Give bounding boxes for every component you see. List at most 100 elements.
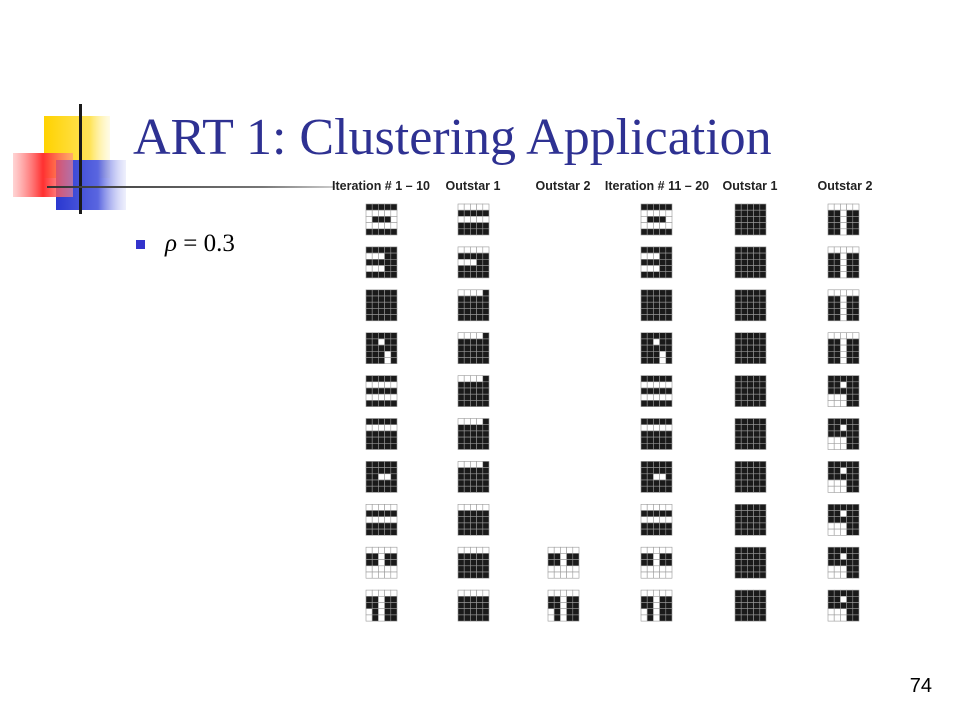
grid-cell [457,442,465,450]
grid-cell [740,381,748,389]
grid-cell [827,228,835,236]
grid-cell [371,479,379,487]
grid-cell [753,485,761,493]
grid-cell [740,289,748,297]
grid-cell [640,559,648,567]
grid-cell [852,228,860,236]
grid-cell [384,332,392,340]
grid-cell [653,602,660,609]
grid-cell [457,467,465,475]
grid-cell [463,503,471,511]
grid-cell [463,393,471,401]
grid-cell [378,252,385,260]
grid-cell [833,393,841,401]
grid-cell [566,559,574,567]
pattern-grid [827,246,860,279]
grid-cell [457,503,465,511]
grid-cell [365,375,373,383]
grid-cell [759,332,767,340]
grid-cell [457,258,465,266]
grid-cell [827,400,835,407]
grid-cell [740,222,748,230]
grid-cell [482,522,490,530]
grid-cell [852,209,860,217]
grid-cell [640,546,648,554]
grid-cell [665,473,673,481]
grid-cell [476,565,484,573]
grid-cell [846,503,854,511]
grid-cell [457,203,465,211]
grid-cell [747,528,754,536]
grid-cell [659,301,667,309]
grid-cell [482,246,490,254]
grid-cell [547,553,555,560]
grid-cell [833,467,841,475]
grid-cell [659,461,667,468]
grid-cell [852,344,860,352]
grid-cell [740,608,748,616]
grid-cell [734,546,742,554]
grid-cell [378,308,385,315]
grid-cell [457,332,465,340]
grid-cell [384,516,392,524]
grid-cell [653,528,660,536]
grid-cell [378,559,385,567]
grid-cell [365,393,373,401]
grid-cell [759,295,767,303]
grid-cell [665,430,673,438]
grid-cell [378,522,385,530]
grid-cell [659,424,667,432]
grid-cell [734,381,742,389]
grid-cell [482,442,490,450]
grid-cell [378,516,385,524]
grid-cell [833,301,841,309]
pattern-grid [827,503,860,536]
grid-cell [740,503,748,511]
grid-cell [572,565,580,573]
grid-cell [371,546,379,554]
grid-cell [840,265,847,272]
grid-cell [371,559,379,567]
grid-cell [665,528,673,536]
grid-cell [566,553,574,560]
grid-cell [753,222,761,230]
grid-cell [734,400,742,407]
grid-cell [378,589,385,597]
grid-cell [653,265,660,272]
grid-cell [659,430,667,438]
grid-cell [653,246,660,254]
title-decoration [13,104,335,214]
grid-cell [384,528,392,536]
grid-cell [457,387,465,395]
grid-cell [390,595,398,603]
grid-cell [457,338,465,346]
grid-cell [665,553,673,560]
grid-cell [734,479,742,487]
grid-cell [833,387,841,395]
grid-cell [659,295,667,303]
grid-cell [840,571,847,579]
grid-cell [759,553,767,560]
grid-cell [482,332,490,340]
pattern-grid [365,589,398,622]
grid-cell [463,246,471,254]
grid-cell [846,387,854,395]
grid-cell [833,271,841,279]
grid-cell [482,209,490,217]
grid-cell [846,565,854,573]
pattern-grid [734,418,767,450]
grid-cell [827,350,835,358]
grid-cell [753,209,761,217]
grid-cell [482,571,490,579]
grid-cell [740,553,748,560]
grid-cell [371,553,379,560]
grid-cell [640,424,648,432]
grid-cell [384,436,392,444]
pattern-grid [734,246,767,279]
grid-cell [665,252,673,260]
grid-cell [646,393,654,401]
grid-cell [740,546,748,554]
grid-cell [734,418,742,425]
grid-cell [640,565,648,573]
grid-cell [390,503,398,511]
